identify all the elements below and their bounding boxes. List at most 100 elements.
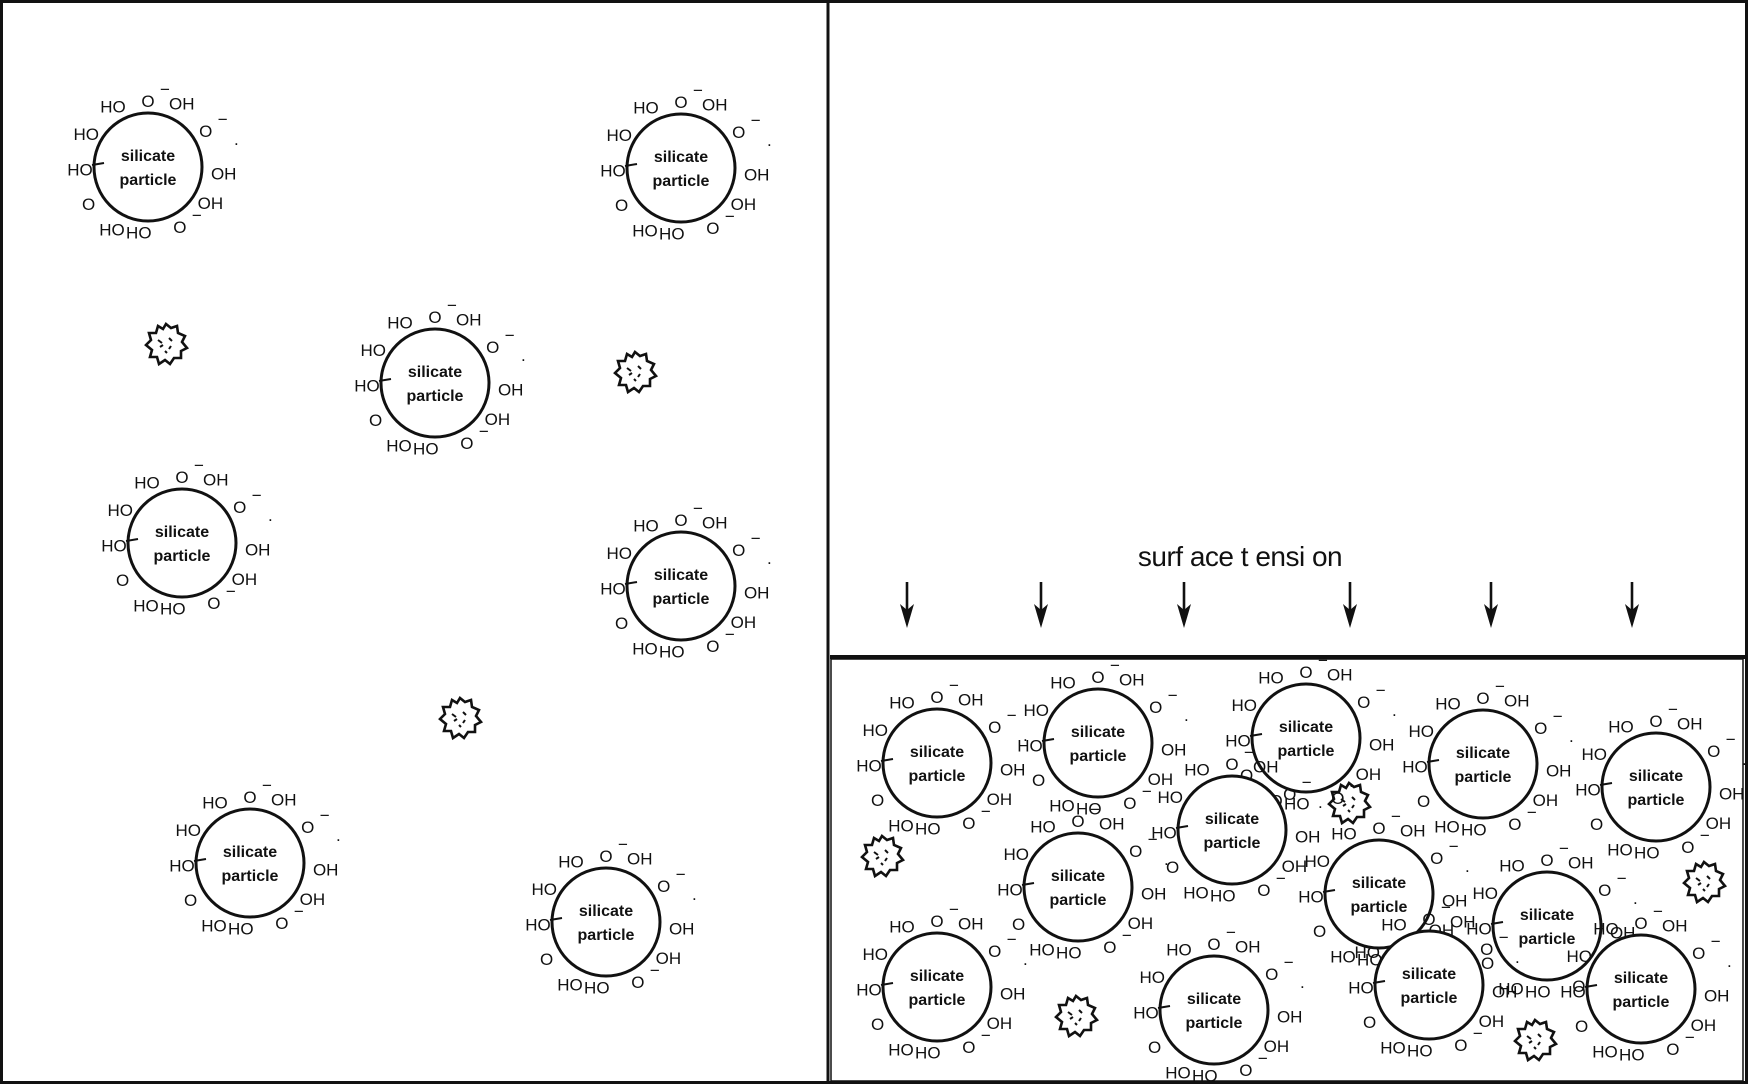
negative-charge-label: − — [192, 206, 202, 225]
surface-group-label: OH — [1677, 714, 1703, 733]
charge-dot: . — [1742, 750, 1747, 769]
surface-group-label: OH — [731, 195, 757, 214]
negative-charge-label: − — [320, 806, 330, 825]
negative-charge-label: − — [751, 529, 761, 548]
surface-group-label: HO — [531, 880, 557, 899]
surface-group-label: HO — [1166, 940, 1192, 959]
surface-group-label: O — [460, 434, 473, 453]
surface-group-label: OH — [1327, 665, 1353, 684]
surface-group-label: O — [1540, 851, 1553, 870]
surface-group-label: O — [428, 308, 441, 327]
negative-charge-label: − — [1122, 926, 1132, 945]
negative-charge-label: − — [1258, 1049, 1268, 1068]
surface-group-label: HO — [633, 98, 659, 117]
negative-charge-label: − — [294, 902, 304, 921]
surface-group-label: HO — [856, 756, 882, 775]
surface-group-label: O — [1239, 1061, 1252, 1080]
surface-group-label: OH — [1662, 916, 1688, 935]
charge-dot: . — [1164, 850, 1169, 869]
particle-core-label-1: silicate — [155, 524, 209, 541]
surface-group-label: HO — [1575, 780, 1601, 799]
surface-tension-arrows — [898, 580, 1641, 630]
surface-group-label: O — [871, 791, 884, 810]
particle-boundary — [1042, 687, 1154, 799]
particle-core-label-1: silicate — [223, 844, 277, 861]
surface-group-label: O — [1363, 1013, 1376, 1032]
negative-charge-label: − — [1350, 777, 1360, 796]
negative-charge-label: − — [1473, 1024, 1483, 1043]
particle-core-label-1: silicate — [910, 744, 964, 761]
surface-group-label: OH — [198, 194, 224, 213]
surface-group-label: O — [988, 718, 1001, 737]
particle-core-label-1: silicate — [910, 968, 964, 985]
surface-group-label: O — [1357, 693, 1370, 712]
surface-group-label: HO — [1407, 1041, 1433, 1060]
surface-group-label: OH — [1099, 814, 1125, 833]
surface-group-label: OH — [1148, 770, 1174, 789]
particle-boundary — [625, 112, 737, 224]
negative-charge-label: − — [218, 110, 228, 129]
surface-group-label: O — [1598, 881, 1611, 900]
surface-group-label: OH — [744, 166, 770, 185]
particle-core-label-2: particle — [222, 868, 279, 885]
surface-group-label: O — [173, 218, 186, 237]
negative-charge-label: − — [1449, 837, 1459, 856]
negative-charge-label: − — [505, 326, 515, 345]
particle-core-label-2: particle — [154, 548, 211, 565]
surface-group-label: HO — [1560, 982, 1586, 1001]
surface-group-label: O — [1481, 954, 1494, 973]
negative-charge-label: − — [693, 499, 703, 518]
surface-group-label: O — [1572, 977, 1585, 996]
surface-group-label: OH — [1450, 912, 1476, 931]
surface-group-label: OH — [313, 861, 339, 880]
surface-group-label: OH — [1369, 736, 1395, 755]
surface-group-label: HO — [107, 501, 133, 520]
surface-group-label: O — [1534, 719, 1547, 738]
surface-group-label: O — [1299, 663, 1312, 682]
surface-group-label: HO — [73, 125, 99, 144]
surface-group-label: OH — [211, 165, 237, 184]
surface-group-label: HO — [1183, 883, 1209, 902]
negative-charge-label: − — [725, 625, 735, 644]
surface-group-label: HO — [354, 376, 380, 395]
surface-group-label: O — [1313, 922, 1326, 941]
particle-boundary — [550, 866, 662, 978]
surface-group-label: O — [1692, 944, 1705, 963]
negative-charge-label: − — [650, 961, 660, 980]
negative-charge-label: − — [1499, 928, 1509, 947]
surface-group-label: HO — [1466, 919, 1492, 938]
negative-charge-label: − — [1711, 932, 1721, 951]
particle-core-label-2: particle — [653, 173, 710, 190]
surface-group-label: HO — [558, 852, 584, 871]
surface-group-label: O — [732, 541, 745, 560]
surface-group-label: HO — [1304, 852, 1330, 871]
negative-charge-label: − — [1668, 700, 1678, 719]
surface-group-label: OH — [271, 790, 297, 809]
charge-dot: . — [1318, 793, 1323, 812]
surface-group-label: HO — [1029, 940, 1055, 959]
surface-group-label: O — [1417, 792, 1430, 811]
surface-group-label: O — [1480, 940, 1493, 959]
surface-group-label: OH — [1492, 983, 1518, 1002]
particle-core-label-2: particle — [1070, 748, 1127, 765]
surface-group-label: OH — [744, 584, 770, 603]
particle-core-label-1: silicate — [1629, 768, 1683, 785]
surface-group-label: HO — [888, 816, 914, 835]
surface-group-label: HO — [889, 693, 915, 712]
down-arrow-icon — [1032, 580, 1050, 630]
hydrated-cation-icon — [860, 834, 905, 878]
negative-charge-label: − — [725, 207, 735, 226]
surface-group-label: OH — [1264, 1037, 1290, 1056]
surface-group-label: HO — [1298, 887, 1324, 906]
surface-group-label: HO — [600, 579, 626, 598]
surface-group-label: OH — [1546, 762, 1572, 781]
hydrated-cation-icon — [1054, 994, 1099, 1038]
surface-group-label: O — [1207, 935, 1220, 954]
